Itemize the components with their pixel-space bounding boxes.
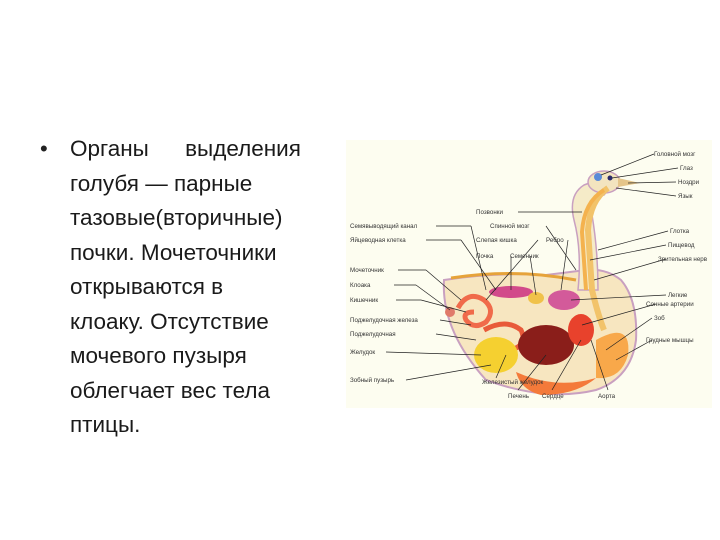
- label-left: Поджелудочная: [350, 331, 396, 338]
- label-right: Головной мозг: [654, 151, 696, 158]
- label-right: Сонные артерии: [646, 301, 694, 308]
- liver: [518, 325, 574, 365]
- eye: [607, 175, 613, 181]
- label-middle: Позвонки: [476, 209, 503, 216]
- label-middle: Слепая кишка: [476, 237, 517, 244]
- label-left: Кишечник: [350, 297, 378, 304]
- leader-lines-right: [570, 153, 679, 361]
- leader-lines-left: [385, 225, 497, 381]
- text-line: Органы выделения: [70, 136, 301, 161]
- label-right: Глаз: [680, 165, 693, 172]
- heart: [568, 314, 594, 346]
- text-line: клоаку. Отсутствие: [70, 308, 269, 334]
- text-line: облегчает вес тела: [70, 377, 270, 403]
- label-left: Желудок: [350, 349, 375, 356]
- text-line: открываются в: [70, 274, 224, 299]
- label-bottom: Аорта: [598, 393, 616, 400]
- label-middle: Семенник: [510, 253, 539, 260]
- text-line: тазовые(вторичные): [70, 205, 283, 230]
- label-right: Зрительная нерв: [658, 256, 708, 263]
- text-line: голубя — парные: [70, 170, 253, 196]
- label-middle: Спинной мозг: [490, 223, 530, 230]
- label-right: Зоб: [654, 315, 665, 322]
- label-right: Легкие: [668, 292, 688, 299]
- label-right: Грудные мышцы: [646, 337, 694, 344]
- label-left: Яйцеводная клетка: [350, 237, 406, 244]
- chest-muscles: [596, 332, 629, 379]
- label-bottom: Печень: [508, 393, 529, 400]
- label-left: Клоака: [350, 282, 371, 289]
- leader-lines-middle: [485, 211, 582, 301]
- label-left: Поджелудочная железа: [350, 317, 418, 324]
- pigeon-anatomy-diagram: Семявыводящий канал Яйцеводная клетка Мо…: [346, 140, 712, 408]
- text-line: птицы.: [70, 412, 141, 437]
- beak: [618, 178, 640, 187]
- esophagus: [579, 188, 606, 291]
- label-left: Семявыводящий канал: [350, 223, 418, 230]
- bullet-text: Органы выделения голубя — парные тазовые…: [70, 132, 350, 443]
- label-bottom: Сердце: [542, 393, 564, 400]
- label-right: Пищевод: [668, 242, 695, 249]
- text-line: мочевого пузыря: [70, 343, 247, 368]
- text-line: почки. Мочеточники: [70, 239, 277, 265]
- label-right: Язык: [678, 193, 693, 200]
- lungs: [548, 290, 580, 310]
- label-middle: Ребро: [546, 237, 564, 244]
- cloaca: [445, 307, 455, 317]
- kidney: [489, 286, 533, 298]
- label-bottom: Железистый желудок: [482, 379, 544, 386]
- leader-lines-bottom: [495, 339, 609, 391]
- label-right: Ноздри: [678, 179, 700, 186]
- label-right: Глотка: [670, 228, 690, 235]
- intestine: [455, 293, 493, 328]
- bullet-marker: •: [40, 136, 48, 161]
- label-left: Мочеточник: [350, 267, 384, 274]
- gizzard: [474, 337, 518, 373]
- testis: [528, 292, 544, 304]
- brain: [594, 173, 602, 181]
- label-middle: Почка: [476, 253, 494, 260]
- label-left: Зобный пузырь: [350, 377, 394, 384]
